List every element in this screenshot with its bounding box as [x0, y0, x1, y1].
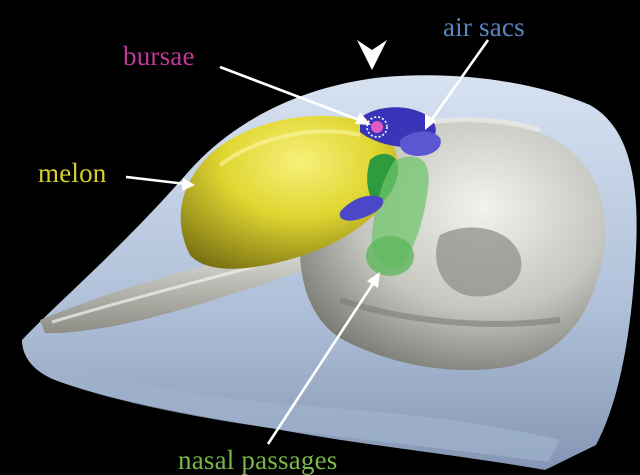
nasal-passage-sinus — [366, 236, 414, 276]
bursae-structure — [371, 121, 383, 133]
label-nasal-passages: nasal passages — [178, 447, 338, 474]
label-melon: melon — [38, 160, 107, 187]
label-bursae: bursae — [123, 43, 195, 70]
label-air-sacs: air sacs — [443, 14, 525, 41]
